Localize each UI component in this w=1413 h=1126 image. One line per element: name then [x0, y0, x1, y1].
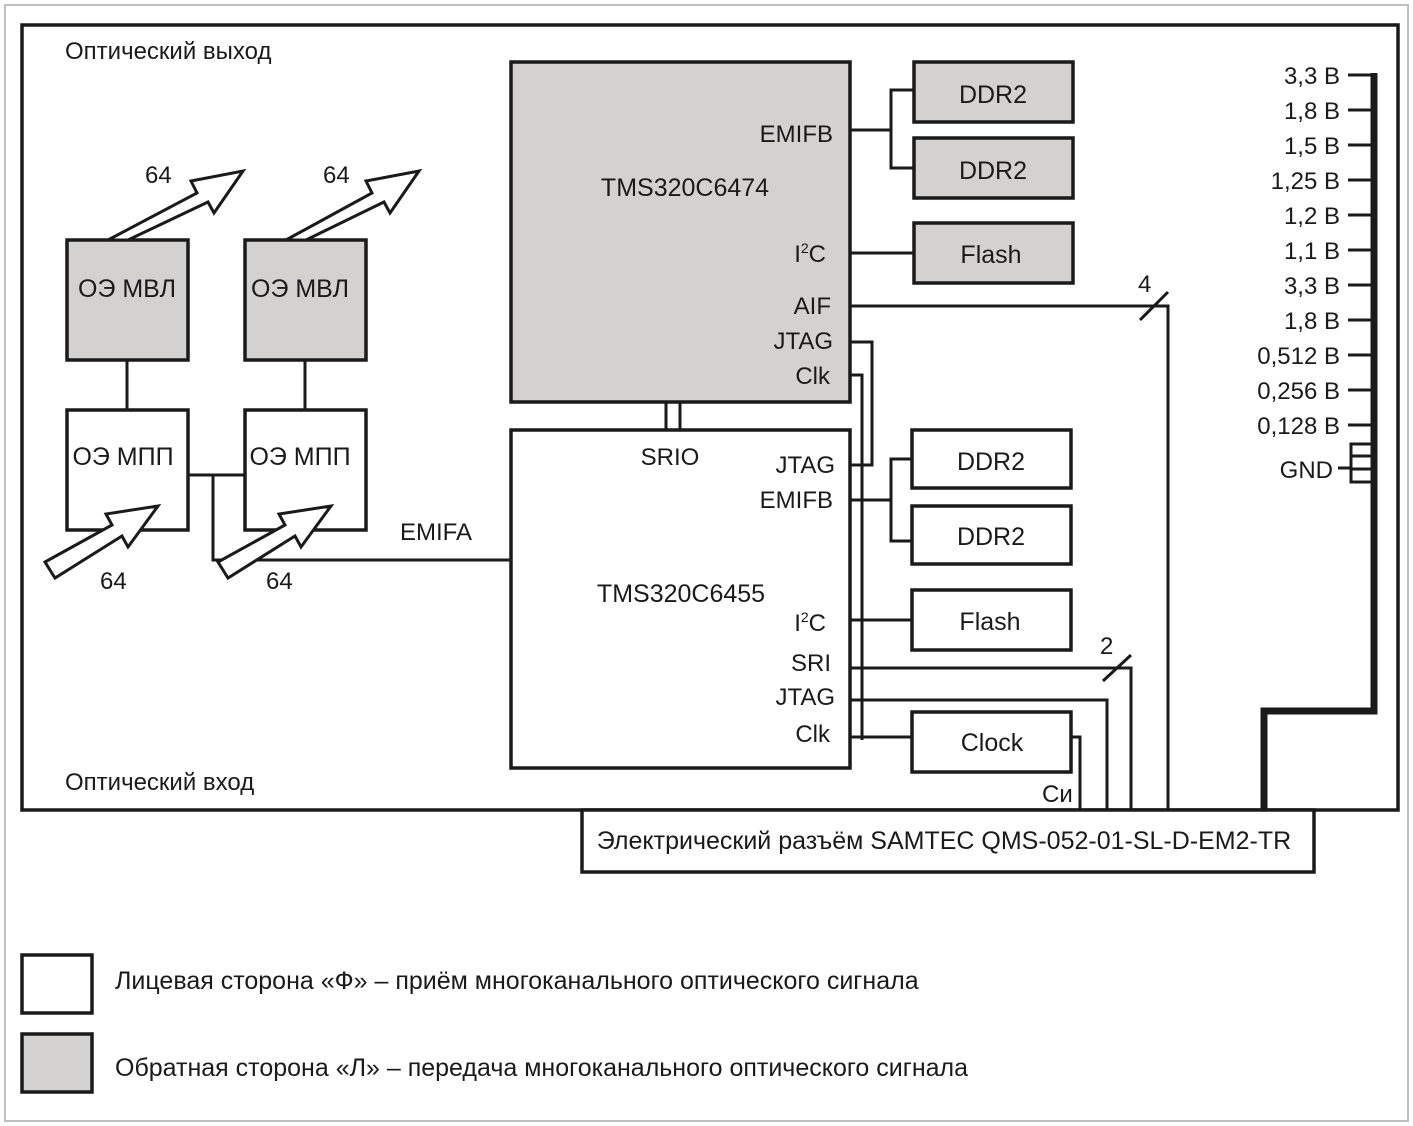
- dsp-tms320c6455: [509, 428, 852, 770]
- ddr2-block-4: [910, 504, 1073, 566]
- samtec-connector: [580, 808, 1316, 874]
- dsp2-port-sri: SRI: [791, 650, 831, 677]
- power-rail-label: 1,25 В: [1271, 168, 1340, 195]
- ddr2-label-1: DDR2: [959, 81, 1027, 109]
- clock-block: [910, 710, 1073, 774]
- flash-block-2: [910, 588, 1073, 652]
- legend-swatch-front: [20, 953, 94, 1015]
- power-rail-label: 0,128 В: [1257, 413, 1340, 440]
- ddr2-label-2: DDR2: [959, 157, 1027, 185]
- power-bus: [1260, 73, 1378, 810]
- optical-input-label: Оптический вход: [65, 769, 254, 796]
- gnd-terminal: [1338, 442, 1374, 484]
- emifa-label: EMIFA: [400, 519, 472, 546]
- optical-input-arrow-1: [42, 503, 162, 581]
- dsp2-port-emifb: EMIFB: [760, 487, 833, 514]
- power-rail-label: 3,3 В: [1284, 273, 1340, 300]
- power-rail-label: 0,512 В: [1257, 343, 1340, 370]
- bus-width-sri: 2: [1100, 633, 1113, 660]
- bus-width-aif: 4: [1138, 271, 1151, 298]
- connector-label: Электрический разъём SAMTEC QMS-052-01-S…: [597, 827, 1291, 855]
- dsp1-port-jtag: JTAG: [773, 328, 833, 355]
- ddr2-block-1: [912, 60, 1075, 124]
- arrow-count-out-1: 64: [145, 162, 172, 189]
- legend-text-back: Обратная сторона «Л» – передача многокан…: [115, 1054, 968, 1082]
- dsp1-port-aif: AIF: [794, 293, 831, 320]
- optical-output-arrow-1: [107, 168, 247, 242]
- ddr2-label-3: DDR2: [957, 448, 1025, 476]
- dsp2-port-i2c: I2C: [794, 609, 826, 637]
- power-rail-label: 0,256 В: [1257, 378, 1340, 405]
- oe-mvl-block-1: [65, 238, 190, 362]
- dsp1-name: TMS320C6474: [601, 174, 769, 202]
- power-rail-label: 1,1 В: [1284, 238, 1340, 265]
- clock-label: Clock: [961, 729, 1024, 757]
- arrow-count-in-2: 64: [266, 568, 293, 595]
- dsp2-port-clk: Clk: [795, 721, 831, 748]
- oe-mvl-label-1: ОЭ МВЛ: [78, 275, 176, 303]
- dsp1-port-i2c: I2C: [794, 240, 826, 268]
- flash-label-1: Flash: [960, 241, 1021, 269]
- arrow-count-in-1: 64: [100, 568, 127, 595]
- power-rail-list: 3,3 В 1,8 В 1,5 В 1,25 В 1,2 В 1,1 В 3,3 В 1,8 …: [1257, 63, 1374, 440]
- dsp2-port-jtag: JTAG: [775, 684, 835, 711]
- dsp2-port-srio: SRIO: [641, 444, 700, 471]
- legend-swatch-back: [20, 1032, 94, 1094]
- oe-mpp-label-2: ОЭ МПП: [249, 443, 350, 471]
- ddr2-block-2: [912, 136, 1075, 200]
- ddr2-label-4: DDR2: [957, 523, 1025, 551]
- dsp1-port-clk: Clk: [795, 363, 831, 390]
- power-rail-label: 1,2 В: [1284, 203, 1340, 230]
- optical-output-label: Оптический выход: [65, 38, 271, 65]
- wiring: [850, 88, 1170, 810]
- power-rail-label: 1,5 В: [1284, 133, 1340, 160]
- si-label: Си: [1042, 781, 1073, 808]
- power-rail-label: 1,8 В: [1284, 308, 1340, 335]
- optical-output-arrow-2: [285, 168, 423, 242]
- power-rail-label: 1,8 В: [1284, 98, 1340, 125]
- dsp2-port-jtag-top: JTAG: [775, 452, 835, 479]
- gnd-label: GND: [1280, 457, 1333, 484]
- power-rail-label: 3,3 В: [1284, 63, 1340, 90]
- oe-mvl-block-2: [243, 238, 368, 362]
- oe-mpp-label-1: ОЭ МПП: [72, 443, 173, 471]
- legend-text-front: Лицевая сторона «Ф» – приём многоканальн…: [115, 967, 919, 995]
- dsp2-name: TMS320C6455: [597, 580, 765, 608]
- dsp1-port-emifb: EMIFB: [760, 121, 833, 148]
- optical-input-arrow-2: [215, 503, 335, 581]
- flash-label-2: Flash: [959, 608, 1020, 636]
- oe-mvl-label-2: ОЭ МВЛ: [251, 275, 349, 303]
- arrow-count-out-2: 64: [323, 162, 350, 189]
- dsp-tms320c6474: [509, 60, 852, 404]
